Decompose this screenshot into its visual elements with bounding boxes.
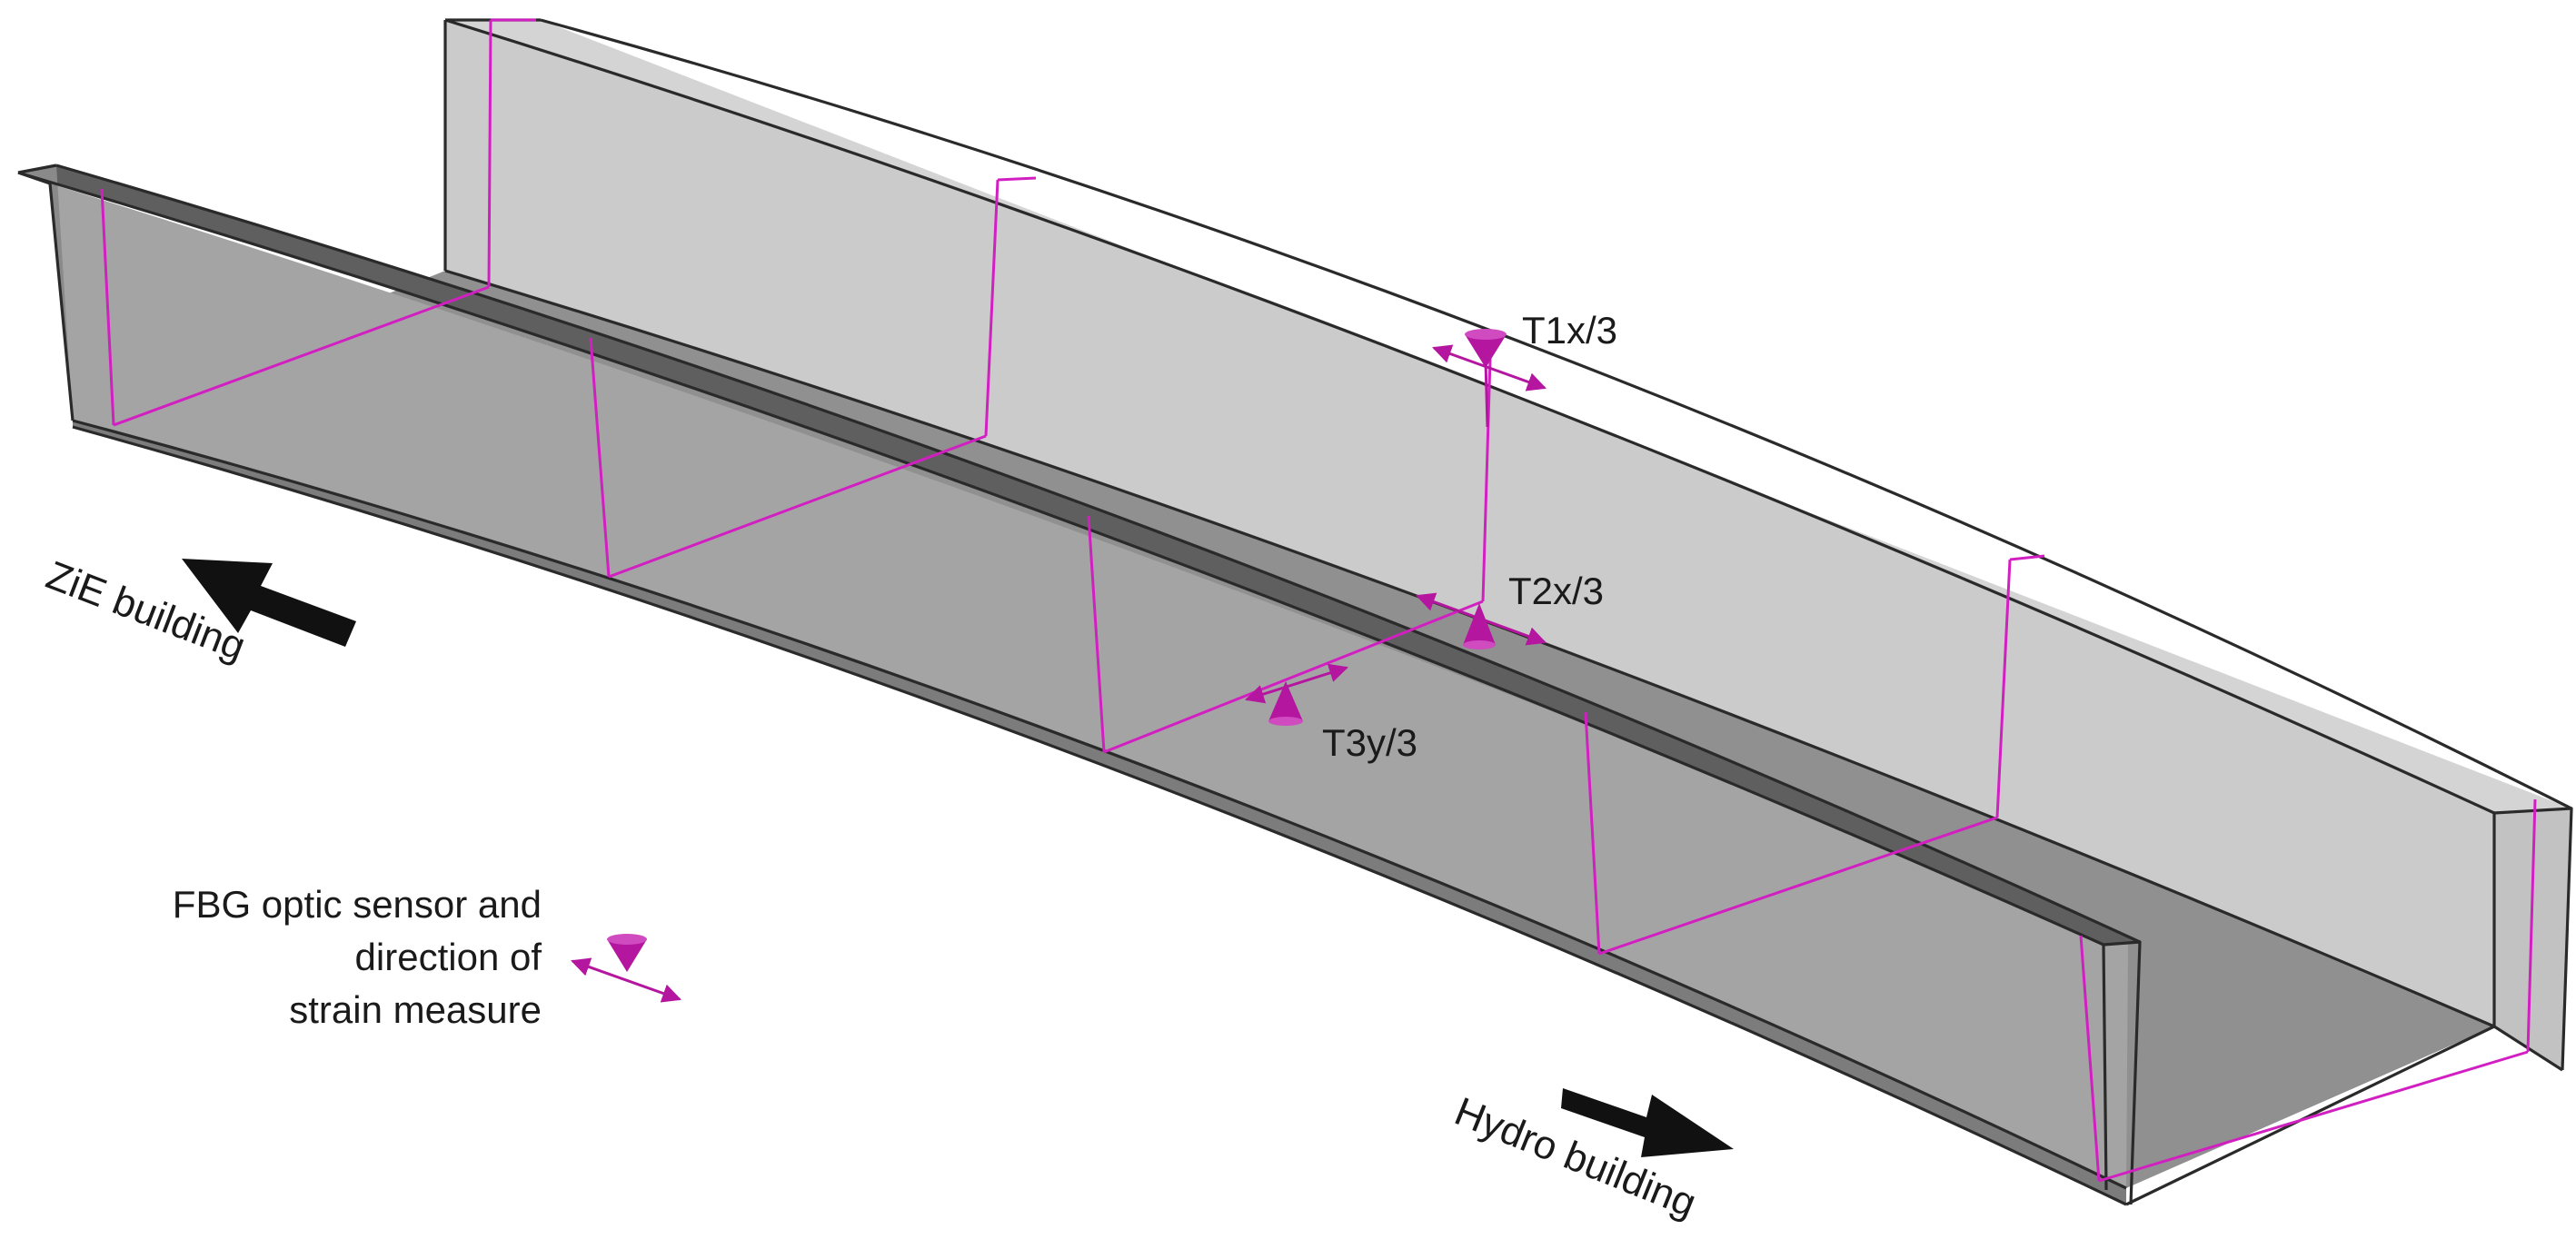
far-wall: [445, 20, 2494, 1026]
legend-line-2: direction of: [355, 936, 542, 978]
sensor-t1-label: T1x/3: [1522, 309, 1617, 352]
sensor-t3-cone: [1268, 681, 1303, 721]
sensor-t2-cone: [1463, 603, 1496, 645]
sensor-icon: [571, 934, 681, 1003]
sensor-t3-strain-arrow: [1244, 663, 1349, 704]
arrow-left-icon: [182, 559, 356, 647]
sensor-t3: [1244, 663, 1349, 726]
stiffener-ribs: [100, 18, 2537, 1183]
near-wall: [50, 183, 2128, 1188]
right-end-cap: [2494, 808, 2571, 1070]
left-end-cap: [18, 165, 73, 421]
sensor-t1-cone: [1465, 334, 1507, 368]
legend-line-1: FBG optic sensor and: [173, 883, 542, 926]
sensor-t2-label: T2x/3: [1508, 570, 1604, 612]
arrow-right-icon: [1561, 1088, 1734, 1157]
sensor-t3-label: T3y/3: [1322, 721, 1417, 764]
sensor-t1: [1432, 329, 1547, 428]
sensor-t1-strain-arrow: [1432, 344, 1547, 392]
sensor-t2: [1416, 592, 1547, 649]
legend: FBG optic sensor and direction of strain…: [173, 883, 681, 1031]
legend-line-3: strain measure: [289, 988, 542, 1031]
